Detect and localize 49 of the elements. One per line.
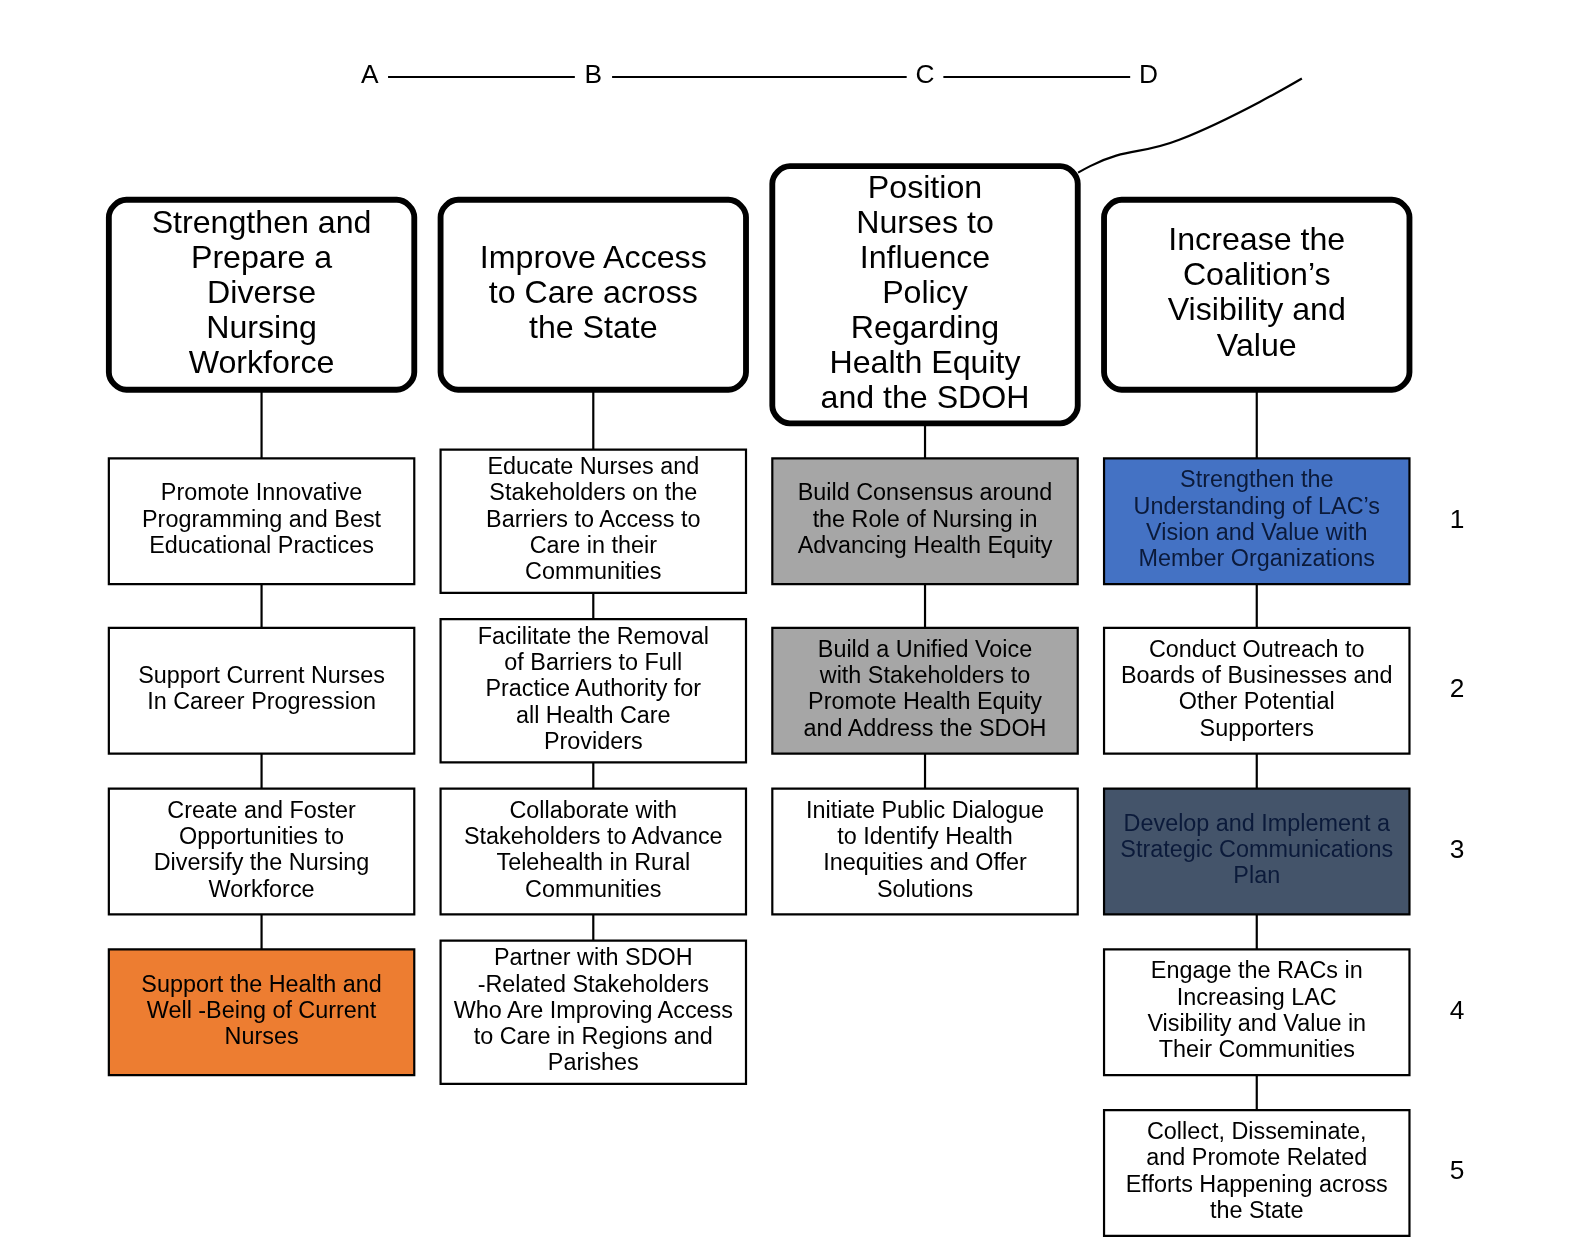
label: 2 (1449, 673, 1465, 704)
connector (388, 75, 575, 79)
node-box: Facilitate the Removal of Barriers to Full Practice Authority for all Health Care Providers (439, 618, 748, 764)
node-box: Build a Unified Voice with Stakeholders to Promote Health Equity and Address the SDOH (771, 626, 1079, 755)
node-text: B (584, 59, 603, 90)
node-box: Initiate Public Dialogue to Identify Health Inequities and Offer Solutions (771, 787, 1079, 916)
label: 1 (1449, 503, 1465, 534)
node-text: D (1139, 59, 1159, 90)
node-box: Develop and Implement a Strategic Communications Plan (1102, 787, 1411, 916)
label: 3 (1449, 833, 1465, 864)
connector (923, 423, 927, 459)
node-text: A (360, 59, 379, 90)
node-box: Increase the Coalition’s Visibility and Value (1101, 196, 1413, 393)
node-box: Strengthen the Understanding of LAC’s Vision and Value with Member Organizations (1102, 457, 1411, 586)
node-box: Conduct Outreach to Boards of Businesses and Other Potential Supporters (1102, 626, 1411, 755)
label: 5 (1449, 1155, 1465, 1186)
connector (923, 753, 927, 789)
connector (1255, 584, 1258, 628)
connector (260, 753, 263, 789)
connector (1255, 914, 1258, 950)
connector (260, 390, 263, 459)
connector (1255, 390, 1258, 459)
node-box: Collaborate with Stakeholders to Advance Telehealth in Rural Communities (439, 787, 748, 916)
connector (612, 75, 907, 79)
node-box: Position Nurses to Influence Policy Regarding Health Equity and the SDOH (769, 163, 1081, 427)
node-box: Support the Health and Well -Being of Current Nurses (107, 948, 416, 1077)
connector (260, 584, 263, 628)
node-box: Partner with SDOH -Related Stakeholders Who Are Improving Access to Care in Regions and Parishes (439, 939, 748, 1085)
connector (1255, 753, 1258, 789)
node-box: Build Consensus around the Role of Nursing in Advancing Health Equity (771, 457, 1079, 586)
connector (1255, 1075, 1258, 1110)
node-box: Collect, Disseminate, and Promote Related Efforts Happening across the State (1102, 1109, 1411, 1237)
connector (943, 75, 1131, 79)
node-box: Improve Access to Care across the State (437, 196, 749, 393)
node-box: Educate Nurses and Stakeholders on the Barriers to Access to Care in their Communities (439, 448, 748, 594)
connector (592, 914, 595, 941)
connector (592, 592, 595, 619)
node-box: Support Current Nurses In Career Progression (107, 626, 416, 755)
connector (923, 584, 927, 628)
node-text: C (915, 59, 935, 90)
node-box: Create and Foster Opportunities to Diversify the Nursing Workforce (107, 787, 416, 916)
connector (1077, 77, 1303, 174)
connector (592, 762, 595, 789)
connector (592, 390, 595, 450)
node-box: Promote Innovative Programming and Best Educational Practices (107, 457, 416, 586)
label: 4 (1449, 994, 1465, 1025)
connector (260, 914, 263, 950)
node-box: Engage the RACs in Increasing LAC Visibility and Value in Their Communities (1102, 948, 1411, 1077)
node-box: Strengthen and Prepare a Diverse Nursing Workforce (105, 196, 418, 393)
